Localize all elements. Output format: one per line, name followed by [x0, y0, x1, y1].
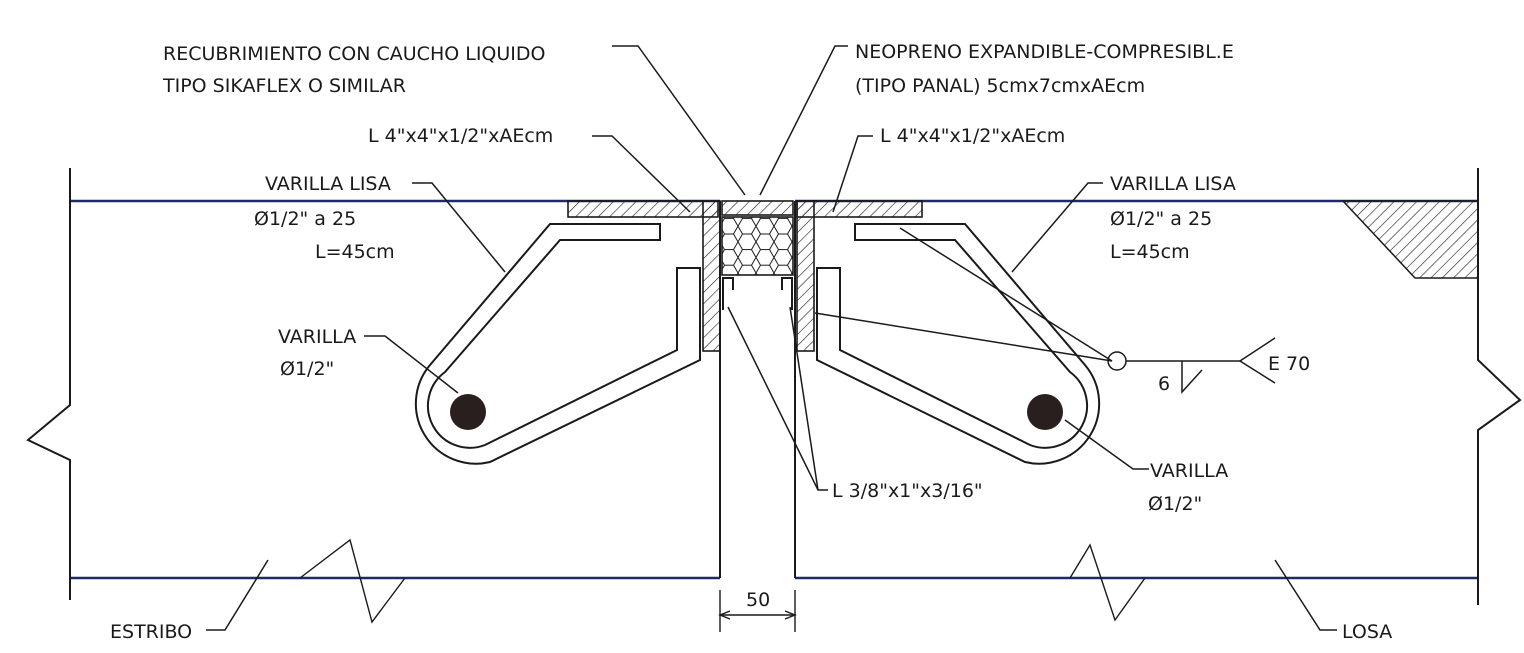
left-break-line	[26, 168, 71, 600]
annotations: RECUBRIMIENTO CON CAUCHO LIQUIDO TIPO SI…	[110, 41, 1392, 643]
label-estribo: ESTRIBO	[110, 621, 192, 643]
liquid-rubber-seal	[721, 200, 794, 216]
left-slab-estribo	[26, 168, 721, 624]
label-weld-electrode: E 70	[1268, 353, 1310, 375]
label-neopreno-1: NEOPRENO EXPANDIBLE-COMPRESIBL.E	[855, 41, 1234, 63]
label-varilla-right-1: VARILLA	[1150, 460, 1228, 482]
gap-dimension	[718, 590, 797, 632]
label-losa: LOSA	[1342, 621, 1392, 643]
neoprene-honeycomb	[721, 216, 794, 276]
left-angle-top-flange	[567, 200, 719, 218]
label-angle-left: L 4"x4"x1/2"xAEcm	[368, 125, 553, 147]
small-angle-left	[722, 277, 734, 310]
right-varilla-lisa-loop	[816, 223, 1101, 465]
small-angle-right	[781, 277, 793, 310]
left-angle-leg	[702, 200, 721, 352]
label-varilla-lisa-left-2: Ø1/2" a 25	[254, 208, 356, 230]
right-hatched-edge	[1341, 200, 1479, 279]
label-varilla-left-1: VARILLA	[278, 326, 356, 348]
label-varilla-lisa-right-2: Ø1/2" a 25	[1110, 208, 1212, 230]
weld-symbol	[814, 227, 1276, 394]
left-varilla-bar	[450, 394, 486, 430]
label-gap-dimension: 50	[746, 589, 770, 611]
label-recubrimiento-2: TIPO SIKAFLEX O SIMILAR	[162, 75, 406, 97]
right-break-line	[1477, 168, 1522, 605]
right-angle-leg	[796, 200, 815, 352]
label-small-angle: L 3/8"x1"x3/16"	[832, 480, 983, 502]
label-varilla-lisa-right-3: L=45cm	[1110, 241, 1190, 263]
label-recubrimiento-1: RECUBRIMIENTO CON CAUCHO LIQUIDO	[163, 43, 545, 65]
bottom-break-right	[1069, 543, 1146, 622]
label-varilla-right-2: Ø1/2"	[1148, 493, 1202, 515]
label-varilla-lisa-left-1: VARILLA LISA	[265, 173, 391, 195]
leader-lines	[206, 45, 1337, 631]
left-varilla-lisa-loop	[414, 223, 701, 465]
label-neopreno-2: (TIPO PANAL) 5cmx7cmxAEcm	[855, 75, 1145, 97]
bottom-break-left	[299, 538, 406, 624]
label-varilla-lisa-left-3: L=45cm	[315, 241, 395, 263]
label-varilla-lisa-right-1: VARILLA LISA	[1110, 173, 1236, 195]
label-angle-right: L 4"x4"x1/2"xAEcm	[880, 125, 1065, 147]
label-varilla-left-2: Ø1/2"	[280, 358, 334, 380]
right-angle-top-flange	[796, 200, 923, 218]
label-weld-size: 6	[1158, 373, 1170, 395]
joint-assembly	[567, 200, 923, 352]
right-varilla-bar	[1027, 394, 1063, 430]
